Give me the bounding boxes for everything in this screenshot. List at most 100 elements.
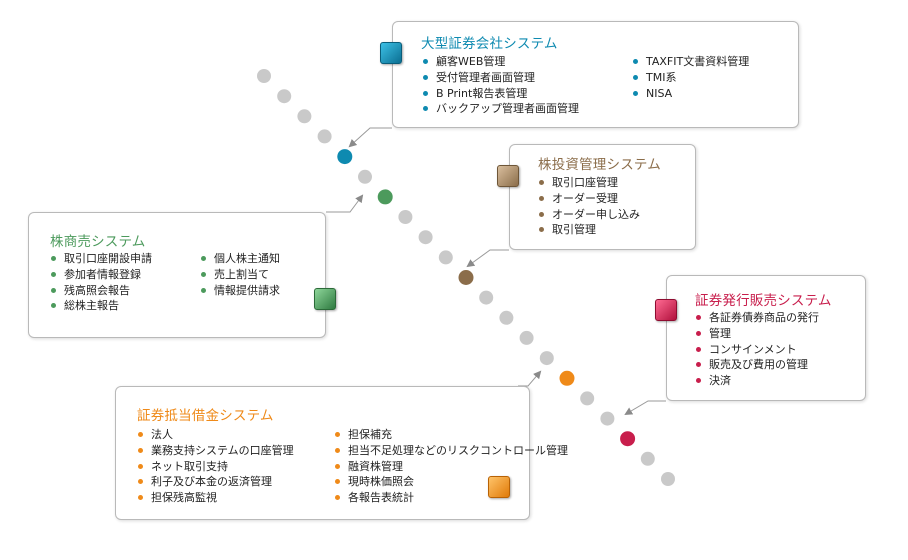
green-square-icon bbox=[314, 288, 336, 310]
list-item: 担保補充 bbox=[334, 427, 568, 443]
connector-investment-arrow bbox=[466, 249, 509, 268]
investment-management-system-card: 株投資管理システム 取引口座管理 オーダー受理 オーダー申し込み 取引管理 bbox=[509, 144, 696, 250]
bullet-icon bbox=[696, 346, 701, 352]
bullet-icon bbox=[138, 495, 143, 501]
list-item: ネット取引支持 bbox=[137, 459, 294, 475]
trading-col2-list: 個人株主通知 売上割当て 情報提供請求 bbox=[200, 251, 280, 298]
list-item: 情報提供請求 bbox=[200, 283, 280, 299]
list-item: 担当不足処理などのリスクコントロール管理 bbox=[334, 443, 568, 459]
bullet-icon bbox=[201, 271, 206, 277]
list-item: 取引口座管理 bbox=[538, 175, 640, 191]
track-dot bbox=[438, 250, 453, 265]
green-node-dot bbox=[377, 189, 393, 205]
connector-trading-arrow bbox=[326, 194, 364, 213]
bullet-icon bbox=[696, 362, 701, 368]
trading-col1-list: 取引口座開設申請 参加者情報登録 残高照会報告 総株主報告 bbox=[50, 251, 152, 314]
track-dot bbox=[418, 230, 433, 245]
track-dot bbox=[257, 69, 271, 83]
track-dot bbox=[661, 472, 675, 486]
bullet-icon bbox=[423, 90, 428, 96]
track-dot bbox=[539, 351, 554, 366]
lending-col2-list: 担保補充 担当不足処理などのリスクコントロール管理 融資株管理 現時株価照会 各… bbox=[334, 427, 568, 506]
track-dot bbox=[499, 310, 514, 325]
bullet-icon bbox=[633, 90, 638, 96]
bullet-icon bbox=[539, 211, 544, 217]
bullet-icon bbox=[423, 74, 428, 80]
bullet-icon bbox=[335, 495, 340, 501]
track-dot bbox=[297, 109, 312, 124]
bullet-icon bbox=[201, 287, 206, 293]
bullet-icon bbox=[335, 447, 340, 453]
bullet-icon bbox=[51, 256, 56, 261]
bullet-icon bbox=[201, 256, 206, 261]
list-item: B Print報告表管理 bbox=[422, 86, 579, 102]
track-dot bbox=[358, 169, 372, 184]
bullet-icon bbox=[539, 180, 544, 185]
list-item: 利子及び本金の返済管理 bbox=[137, 474, 294, 490]
securities-company-system-card: 大型証券会社システム 顧客WEB管理 受付管理者画面管理 B Print報告表管… bbox=[392, 21, 799, 128]
track-dot bbox=[600, 411, 615, 426]
securities-issuance-sales-system-title: 証券発行販売システム bbox=[695, 293, 832, 309]
track-dot bbox=[640, 451, 655, 466]
securities-collateral-loan-system-title: 証券抵当借金システム bbox=[137, 408, 274, 424]
list-item: オーダー受理 bbox=[538, 191, 640, 207]
list-item: 担保残高監視 bbox=[137, 490, 294, 506]
crimson-square-icon bbox=[655, 299, 677, 321]
stock-trading-system-card: 株商売システム 取引口座開設申請 参加者情報登録 残高照会報告 総株主報告 個人… bbox=[28, 212, 326, 338]
bullet-icon bbox=[696, 315, 701, 320]
bullet-icon bbox=[51, 303, 56, 309]
bullet-icon bbox=[423, 106, 428, 112]
bullet-icon bbox=[335, 463, 340, 469]
securities-col1-list: 顧客WEB管理 受付管理者画面管理 B Print報告表管理 バックアップ管理者… bbox=[422, 54, 579, 117]
bullet-icon bbox=[335, 432, 340, 437]
list-item: 現時株価照会 bbox=[334, 474, 568, 490]
list-item: 取引管理 bbox=[538, 222, 640, 238]
bullet-icon bbox=[51, 271, 56, 277]
connector-lending-arrow bbox=[518, 370, 542, 387]
connector-securities-arrow bbox=[348, 127, 392, 148]
list-item: 顧客WEB管理 bbox=[422, 54, 579, 70]
list-item: 取引口座開設申請 bbox=[50, 251, 152, 267]
list-item: NISA bbox=[632, 86, 749, 102]
bullet-icon bbox=[138, 479, 143, 485]
securities-collateral-loan-system-card: 証券抵当借金システム 法人 業務支持システムの口座管理 ネット取引支持 利子及び… bbox=[115, 386, 568, 520]
bullet-icon bbox=[539, 227, 544, 233]
connector-issuance-arrow bbox=[624, 400, 666, 416]
track-dot bbox=[519, 330, 534, 345]
securities-issuance-sales-system-card: 証券発行販売システム 各証券債券商品の発行 管理 コンサインメント 販売及び費用… bbox=[666, 275, 866, 401]
bullet-icon bbox=[138, 447, 143, 453]
list-item: 決済 bbox=[695, 373, 819, 389]
list-item: 法人 bbox=[137, 427, 294, 443]
stock-trading-system-title: 株商売システム bbox=[50, 234, 146, 250]
securities-col2-list: TAXFIT文書資料管理 TMI系 NISA bbox=[632, 54, 749, 101]
list-item: 各証券債券商品の発行 bbox=[695, 310, 819, 326]
investment-list: 取引口座管理 オーダー受理 オーダー申し込み 取引管理 bbox=[538, 175, 640, 238]
list-item: 融資株管理 bbox=[334, 459, 568, 475]
investment-management-system-title: 株投資管理システム bbox=[538, 157, 661, 173]
teal-square-icon bbox=[380, 42, 402, 64]
track-dot bbox=[277, 89, 292, 104]
bullet-icon bbox=[633, 74, 638, 80]
orange-square-icon bbox=[488, 476, 510, 498]
list-item: バックアップ管理者画面管理 bbox=[422, 101, 579, 117]
lending-col1-list: 法人 業務支持システムの口座管理 ネット取引支持 利子及び本金の返済管理 担保残… bbox=[137, 427, 294, 506]
brown-node-dot bbox=[458, 270, 474, 285]
bullet-icon bbox=[633, 59, 638, 64]
diagonal-dot-track bbox=[257, 69, 675, 486]
bullet-icon bbox=[539, 195, 544, 201]
list-item: TMI系 bbox=[632, 70, 749, 86]
bullet-icon bbox=[696, 378, 701, 384]
bullet-icon bbox=[696, 330, 701, 336]
track-dot bbox=[398, 210, 413, 224]
bullet-icon bbox=[138, 463, 143, 469]
list-item: 残高照会報告 bbox=[50, 283, 152, 299]
list-item: 売上割当て bbox=[200, 267, 280, 283]
crimson-node-dot bbox=[620, 431, 636, 447]
list-item: オーダー申し込み bbox=[538, 207, 640, 223]
list-item: 個人株主通知 bbox=[200, 251, 280, 267]
brown-square-icon bbox=[497, 165, 519, 187]
teal-node-dot bbox=[337, 149, 353, 165]
bullet-icon bbox=[51, 287, 56, 293]
list-item: 受付管理者画面管理 bbox=[422, 70, 579, 86]
